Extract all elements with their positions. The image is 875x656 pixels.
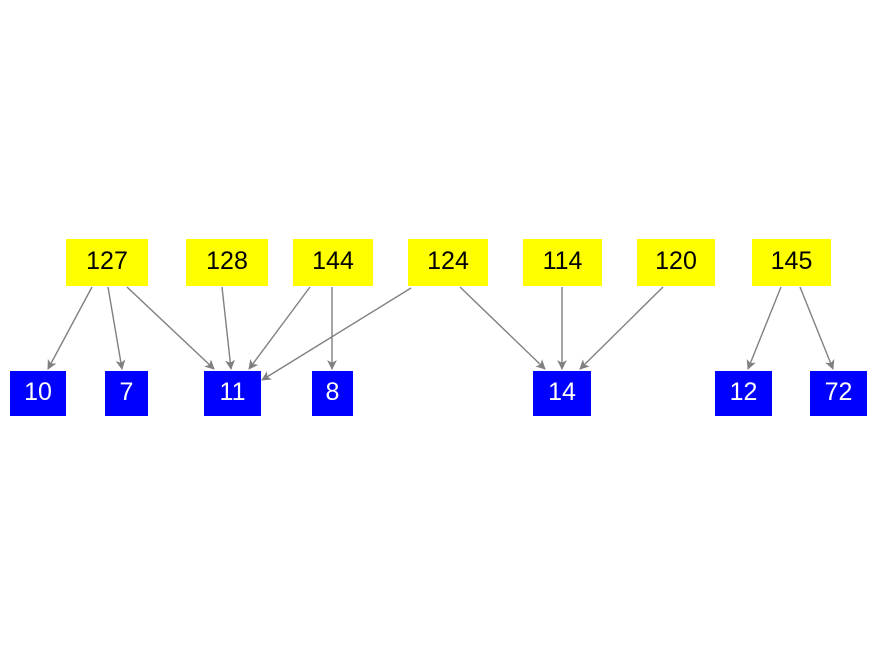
target-node-11[interactable]: 11 [204,371,261,416]
edge-124-to-11 [261,287,412,381]
node-label: 114 [542,247,583,275]
edge-127-to-10 [47,286,93,370]
node-label: 124 [427,247,469,275]
source-node-127[interactable]: 127 [66,239,148,286]
source-node-124[interactable]: 124 [408,239,488,286]
target-node-12[interactable]: 12 [715,371,772,416]
edge-120-to-14 [579,286,664,370]
target-node-8[interactable]: 8 [312,371,353,416]
edge-128-to-11 [221,286,235,370]
node-label: 12 [729,378,758,406]
edge-144-to-11 [248,286,311,370]
source-node-145[interactable]: 145 [752,239,831,286]
node-label: 72 [824,378,853,406]
target-node-10[interactable]: 10 [10,371,66,416]
target-node-7[interactable]: 7 [105,371,148,416]
node-label: 14 [548,378,576,406]
node-label: 127 [86,247,128,275]
source-node-128[interactable]: 128 [186,239,268,286]
edge-124-to-14 [459,286,546,370]
edge-127-to-11 [126,286,215,370]
source-node-114[interactable]: 114 [523,239,602,286]
node-label: 8 [325,378,340,406]
node-label: 7 [119,378,134,406]
target-node-72[interactable]: 72 [810,371,867,416]
node-label: 10 [24,378,52,406]
edge-145-to-12 [746,286,782,370]
node-label: 120 [655,247,697,275]
node-label: 11 [219,378,246,406]
edge-127-to-7 [107,286,126,370]
source-node-144[interactable]: 144 [293,239,373,286]
edge-145-to-72 [799,286,835,370]
target-node-14[interactable]: 14 [533,371,591,416]
node-label: 144 [312,247,354,275]
node-label: 128 [206,247,248,275]
node-label: 145 [770,247,813,275]
source-node-120[interactable]: 120 [637,239,715,286]
